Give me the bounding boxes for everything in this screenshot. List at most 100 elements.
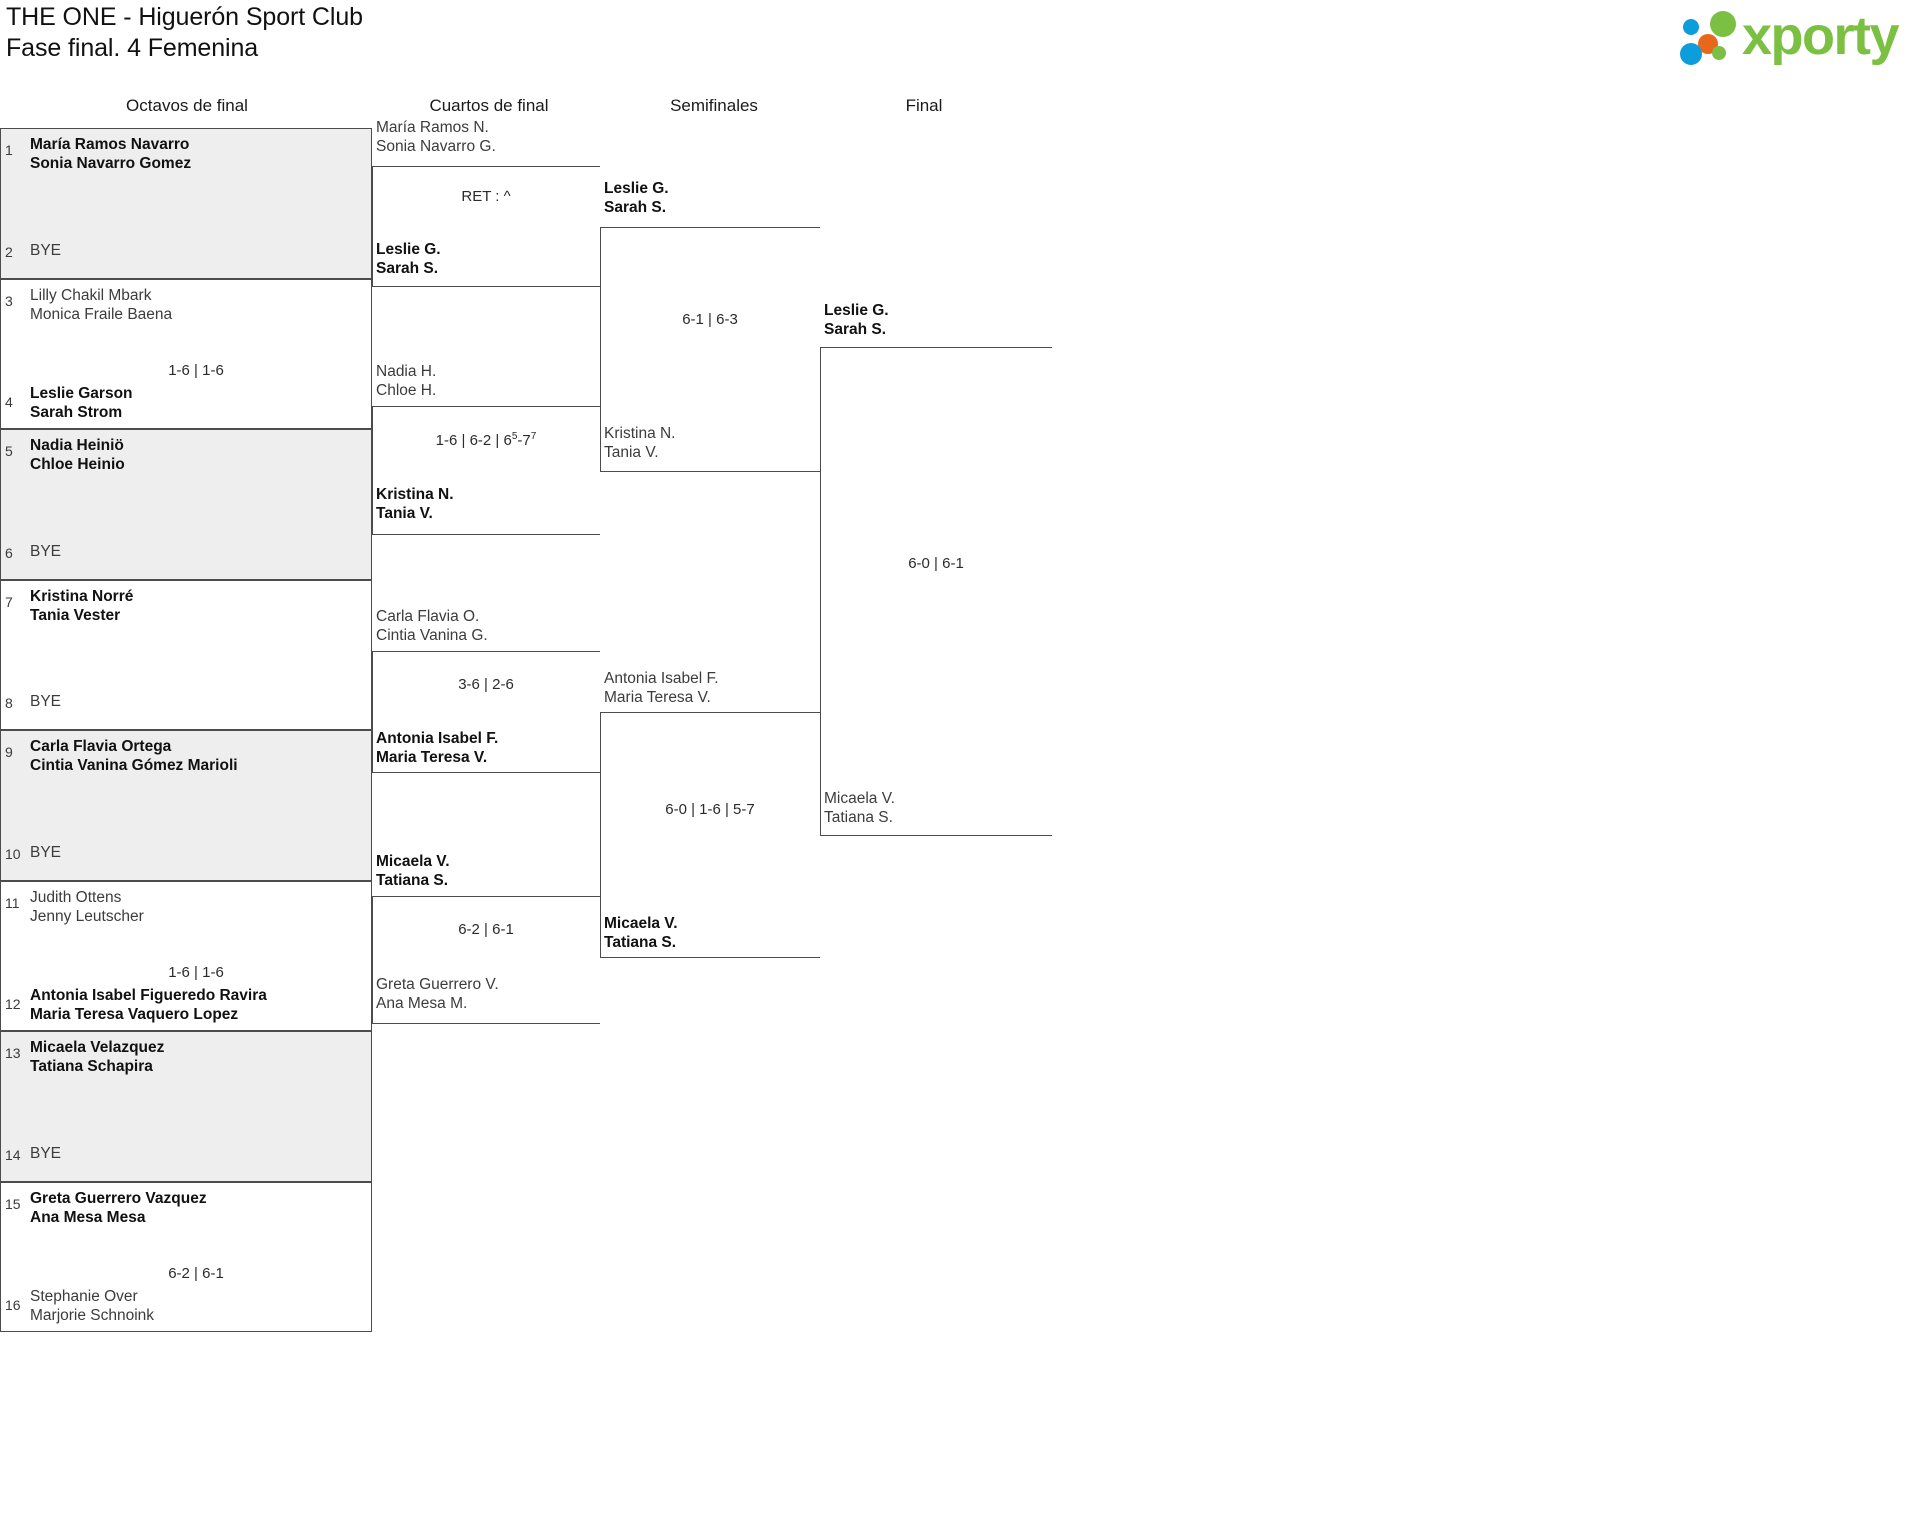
- player-name-1: Nadia Heiniö: [30, 437, 124, 454]
- tournament-title: THE ONE - Higuerón Sport Club Fase final…: [6, 2, 363, 64]
- bye-label: BYE: [30, 241, 62, 259]
- round2-match-2-box[interactable]: [372, 406, 600, 535]
- player-name-2: Maria Teresa V.: [376, 749, 488, 766]
- player-name-1: Antonia Isabel Figueredo Ravira: [30, 987, 267, 1004]
- round2-match-2-team-bottom: Kristina N. Tania V.: [376, 485, 454, 523]
- player-name-1: Antonia Isabel F.: [376, 730, 499, 747]
- player-name-2: Ana Mesa M.: [376, 995, 468, 1012]
- logo-dot-green-large-icon: [1710, 11, 1736, 37]
- round-header-octavos: Octavos de final: [126, 96, 248, 115]
- round1-match-3[interactable]: [0, 429, 372, 580]
- round1-score: 1-6 | 1-6: [168, 361, 224, 379]
- round1-match-1[interactable]: [0, 128, 372, 279]
- bye-label: BYE: [30, 843, 62, 861]
- player-name-2: Tatiana S.: [376, 872, 449, 889]
- seed-number: 4: [5, 394, 13, 410]
- round1-score: 6-2 | 6-1: [168, 1264, 224, 1282]
- seed-number: 9: [5, 744, 13, 760]
- round1-match-6[interactable]: [0, 880, 372, 1031]
- xporty-logo[interactable]: xporty: [1680, 6, 1912, 68]
- round2-match-1-box[interactable]: [372, 166, 600, 287]
- player-name-2: Ana Mesa Mesa: [30, 1208, 146, 1226]
- round4-match-1-score: 6-0 | 6-1: [908, 555, 964, 572]
- player-name-1: Leslie G.: [824, 302, 889, 319]
- round2-match-4-box[interactable]: [372, 896, 600, 1024]
- player-name-2: Tatiana S.: [824, 809, 893, 826]
- round2-match-3-box[interactable]: [372, 651, 600, 773]
- player-name-2: Sarah Strom: [30, 404, 123, 421]
- round2-match-2-score: 1-6 | 6-2 | 65-77: [435, 431, 537, 449]
- player-name-2: Sarah S.: [824, 321, 887, 338]
- player-name-1: Kristina Norré: [30, 587, 134, 605]
- round1-match-4[interactable]: [0, 579, 372, 730]
- round3-match-1-score: 6-1 | 6-3: [682, 311, 738, 328]
- logo-wordmark: xporty: [1742, 6, 1900, 66]
- player-name-1: María Ramos Navarro: [30, 136, 190, 153]
- player-name-1: Greta Guerrero Vazquez: [30, 1189, 207, 1207]
- bye-label: BYE: [30, 542, 62, 560]
- player-name-1: Lilly Chakil Mbark: [30, 286, 152, 304]
- round3-match-2-team-top: Antonia Isabel F.Maria Teresa V.: [604, 669, 719, 707]
- player-name-2: Chloe H.: [376, 382, 437, 399]
- player-name-1: Kristina N.: [604, 425, 676, 442]
- player-name-2: Cintia Vanina G.: [376, 627, 488, 644]
- round4-match-1-team-bottom: Micaela V.Tatiana S.: [824, 789, 895, 827]
- round1-match-2[interactable]: [0, 278, 372, 429]
- bye-label: BYE: [30, 693, 62, 710]
- player-name-2: Chloe Heinio: [30, 456, 125, 473]
- seed-number: 5: [5, 443, 13, 459]
- seed-number: 1: [5, 142, 13, 158]
- seed-number: 2: [5, 243, 13, 260]
- round2-match-3-score: 3-6 | 2-6: [458, 676, 514, 693]
- player-name-1: María Ramos N.: [376, 119, 489, 136]
- tournament-name: THE ONE - Higuerón Sport Club: [6, 3, 363, 31]
- round1-match-5[interactable]: [0, 730, 372, 881]
- logo-dot-green-small-icon: [1712, 46, 1726, 60]
- seed-number: 16: [5, 1297, 21, 1313]
- round1-match-7[interactable]: [0, 1031, 372, 1182]
- player-name-2: Tania Vester: [30, 606, 121, 624]
- round3-match-2-box[interactable]: [600, 712, 820, 958]
- seed-number: 15: [5, 1195, 21, 1212]
- player-name-1: Leslie G.: [604, 180, 669, 197]
- logo-dot-blue-large-icon: [1680, 43, 1702, 65]
- logo-dots-icon: [1680, 10, 1742, 66]
- round2-match-1-team-bottom: Leslie G.Sarah S.: [376, 240, 441, 278]
- seed-number: 12: [5, 996, 21, 1012]
- round2-match-1-team-top: María Ramos N.Sonia Navarro G.: [376, 118, 496, 156]
- round-header-semifinales: Semifinales: [670, 96, 758, 115]
- round3-match-1-box[interactable]: [600, 227, 820, 472]
- round3-match-2-team-bottom: Micaela V.Tatiana S.: [604, 914, 678, 952]
- round2-match-2-team-top: Nadia H.Chloe H.: [376, 362, 436, 400]
- round1-match-8[interactable]: [0, 1181, 372, 1332]
- round2-match-1-score: RET : ^: [461, 188, 511, 205]
- player-name-1: Kristina N.: [376, 486, 454, 503]
- player-name-1: Antonia Isabel F.: [604, 670, 719, 687]
- round-header-final: Final: [905, 96, 943, 115]
- player-name-2: Tania V.: [604, 444, 659, 461]
- player-name-2: Cintia Vanina Gómez Marioli: [30, 757, 238, 774]
- round2-match-3-team-bottom: Antonia Isabel F. Maria Teresa V.: [376, 729, 498, 767]
- player-name-2: Tania V.: [376, 505, 433, 522]
- seed-number: 14: [5, 1146, 21, 1163]
- tournament-phase: Fase final. 4 Femenina: [6, 34, 259, 62]
- player-name-1: Leslie Garson: [30, 385, 133, 402]
- round2-match-3-team-top: Carla Flavia O. Cintia Vanina G.: [376, 607, 488, 645]
- round2-match-4-score: 6-2 | 6-1: [458, 921, 514, 938]
- round2-match-4-team-bottom: Greta Guerrero V.Ana Mesa M.: [376, 975, 499, 1013]
- player-name-1: Carla Flavia O.: [376, 608, 480, 625]
- seed-number: 11: [5, 894, 20, 911]
- player-name-2: Monica Fraile Baena: [30, 305, 173, 323]
- round4-match-1-box[interactable]: [820, 347, 1052, 836]
- bye-label: BYE: [30, 1144, 62, 1162]
